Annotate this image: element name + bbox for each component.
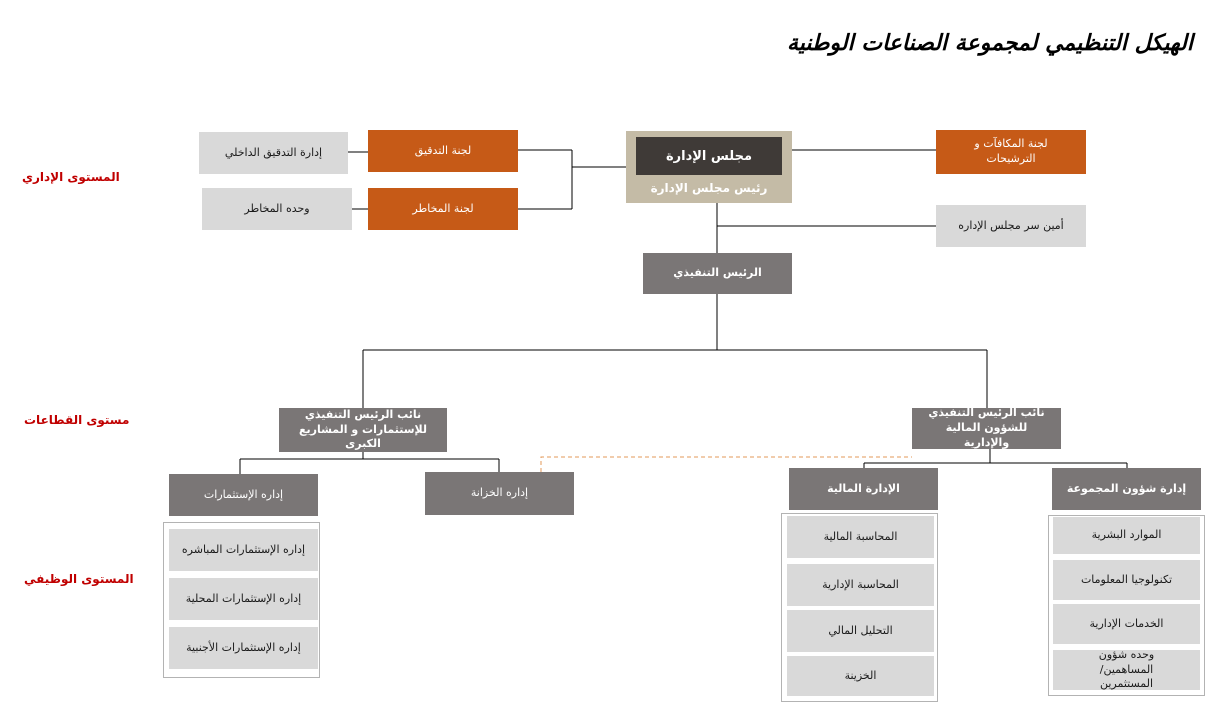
connector-secretary (716, 203, 936, 227)
board-box: مجلس الإدارة (636, 137, 782, 175)
ceo-box: الرئيس التنفيذي (643, 253, 792, 294)
deputy-finance-admin-box: نائب الرئيس التنفيذي للشؤون المالية والإ… (912, 406, 1061, 449)
subdept-human-resources: الموارد البشرية (1053, 517, 1200, 554)
board-secretary-box: أمين سر مجلس الإداره (936, 205, 1086, 247)
risk-committee-box: لجنة المخاطر (368, 188, 518, 230)
subdept-local-investments: إداره الإستثمارات المحلية (169, 578, 318, 620)
rewards-committee-box: لجنة المكافآت و الترشيحات (936, 130, 1086, 174)
deputy-investments-box: نائب الرئيس التنفيذي للإستثمارات و المشا… (279, 408, 447, 452)
subdept-treasury: الخزينة (787, 656, 934, 696)
investments-dept-box: إداره الإستثمارات (169, 474, 318, 516)
subdept-management-accounting: المحاسبة الإدارية (787, 564, 934, 606)
subdept-shareholder-affairs: وحده شؤون المساهمين/المستثمرين (1053, 648, 1200, 690)
treasury-dept-box: إداره الخزانة (425, 472, 574, 515)
audit-committee-box: لجنة التدقيق (368, 130, 518, 172)
subdept-financial-analysis: التحليل المالي (787, 610, 934, 652)
subdept-foreign-investments: إداره الإستثمارات الأجنبية (169, 627, 318, 669)
connector-treasury-dotted (540, 456, 912, 472)
level-label-sectors: مستوى القطاعات (24, 413, 130, 427)
level-label-functional: المستوى الوظيفي (24, 572, 134, 586)
subdept-administrative-services: الخدمات الإدارية (1053, 604, 1200, 644)
subdept-direct-investments: إداره الإستثمارات المباشره (169, 529, 318, 571)
group-affairs-dept-box: إدارة شؤون المجموعة (1052, 468, 1201, 510)
subdept-financial-accounting: المحاسبة المالية (787, 516, 934, 558)
risk-unit-box: وحده المخاطر (202, 188, 352, 230)
page-title: الهيكل التنظيمي لمجموعة الصناعات الوطنية (786, 30, 1193, 56)
internal-audit-box: إدارة التدقيق الداخلي (199, 132, 348, 174)
level-label-admin: المستوى الإداري (22, 170, 120, 184)
board-chair-label: رئيس مجلس الإدارة (650, 181, 768, 195)
subdept-information-technology: تكنولوجيا المعلومات (1053, 560, 1200, 600)
financial-dept-box: الإدارة المالية (789, 468, 938, 510)
